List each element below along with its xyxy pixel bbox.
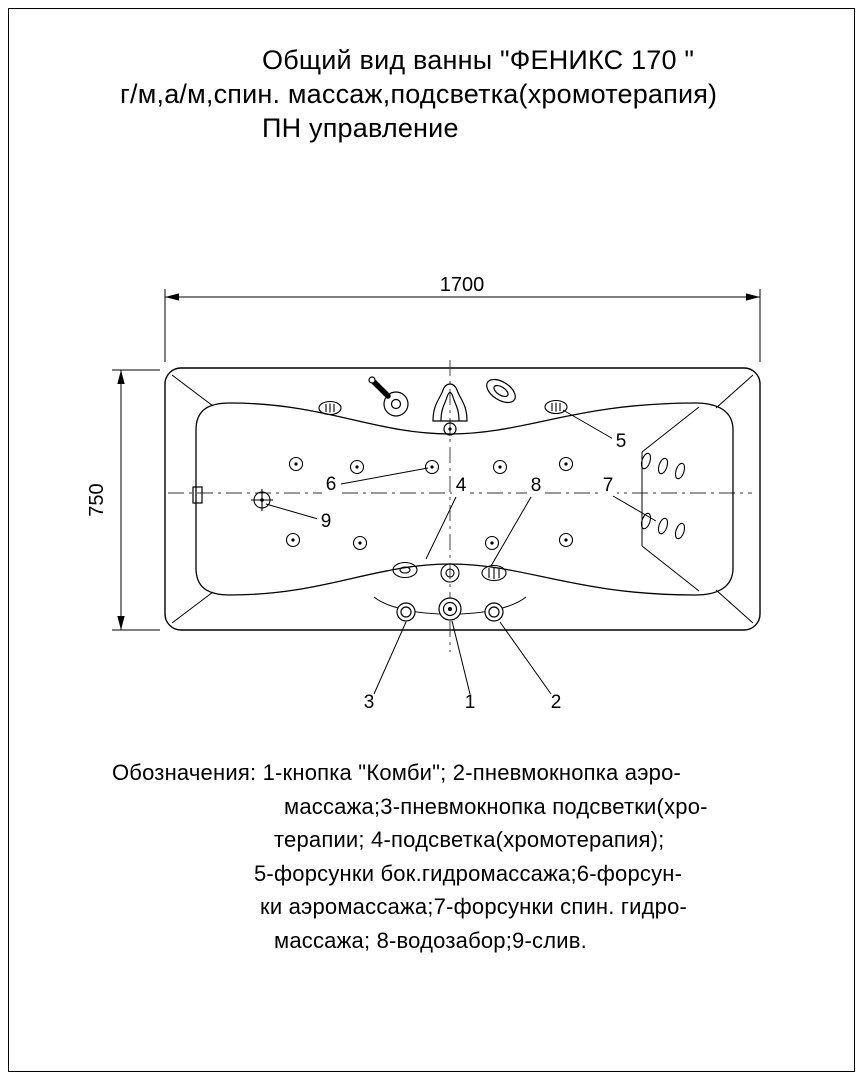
side-hydro-jets bbox=[318, 399, 568, 582]
dim-height bbox=[112, 369, 160, 631]
bathtub-rim-outline bbox=[164, 367, 761, 631]
aero-jets bbox=[285, 456, 574, 551]
callout-6: 6 bbox=[326, 474, 337, 495]
title-line-1: Общий вид ванны "ФЕНИКС 170 " bbox=[262, 45, 695, 75]
legend: Обозначения: 1-кнопка "Комби"; 2-пневмок… bbox=[112, 756, 708, 957]
drain-icon bbox=[251, 489, 273, 511]
light-button-icon bbox=[396, 602, 416, 622]
callout-4: 4 bbox=[456, 475, 467, 496]
faucet-spout-icon bbox=[432, 383, 468, 436]
callout-1: 1 bbox=[465, 692, 476, 713]
title-line-2: г/м,а/м,спин. массаж,подсветка(хромотера… bbox=[120, 79, 718, 109]
legend-line-4: 5-форсунки бок.гидромассажа;6-форсун- bbox=[254, 860, 683, 886]
bathtub-basin-outline bbox=[195, 402, 734, 596]
dim-width bbox=[164, 289, 761, 362]
legend-line-1: Обозначения: 1-кнопка "Комби"; 2-пневмок… bbox=[112, 760, 682, 785]
callout-backgrounds bbox=[317, 432, 630, 531]
legend-line-3: терапии; 4-подсветка(хромотерапия); bbox=[274, 827, 665, 852]
rim-corner-lines bbox=[171, 374, 754, 624]
callout-8: 8 bbox=[531, 475, 542, 496]
legend-line-5: ки аэромассажа;7-форсунки спин. гидро- bbox=[260, 894, 688, 919]
legend-line-6: массажа; 8-водозабор;9-слив. bbox=[274, 927, 587, 953]
dim-height-label: 750 bbox=[86, 483, 108, 516]
bathtub-top-view-drawing: 1700 750 bbox=[86, 274, 761, 713]
leader-lines bbox=[265, 409, 657, 695]
callout-9: 9 bbox=[321, 511, 332, 532]
dim-width-label: 1700 bbox=[440, 274, 485, 296]
shower-ring-icon bbox=[486, 378, 516, 404]
water-intake-icon bbox=[440, 563, 460, 583]
callout-5: 5 bbox=[616, 431, 627, 452]
overflow-handle-icon bbox=[192, 486, 203, 504]
callout-7: 7 bbox=[603, 475, 614, 496]
combi-button-icon bbox=[438, 597, 462, 621]
callout-3: 3 bbox=[364, 692, 375, 713]
backrest-edges bbox=[641, 406, 700, 592]
aero-button-icon bbox=[484, 602, 504, 622]
legend-line-2: массажа;3-пневмокнопка подсветки(хро- bbox=[284, 793, 708, 819]
title-line-3: ПН управление bbox=[262, 113, 459, 143]
faucet-handle-icon bbox=[368, 376, 409, 417]
spine-massage-jets bbox=[640, 452, 686, 540]
callout-2: 2 bbox=[551, 692, 562, 713]
